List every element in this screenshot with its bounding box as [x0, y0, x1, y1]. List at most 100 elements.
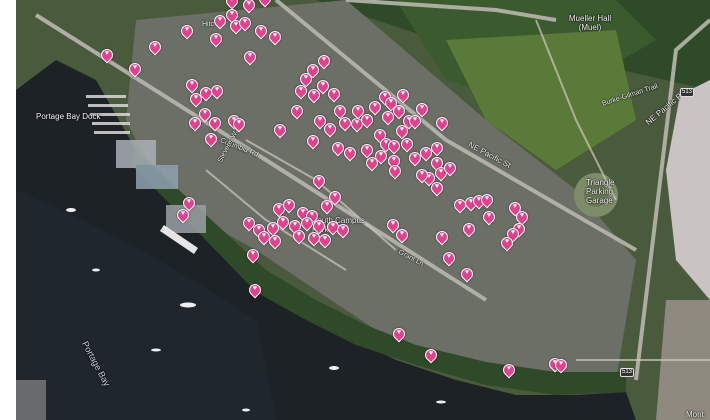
heart-pin-marker[interactable]: [501, 236, 513, 248]
heart-pin-marker[interactable]: [293, 229, 305, 241]
heart-pin-marker[interactable]: [388, 139, 400, 151]
heart-pin-marker[interactable]: [444, 161, 456, 173]
heart-pin-marker[interactable]: [337, 223, 349, 235]
heart-pin-marker[interactable]: [289, 219, 301, 231]
satellite-map[interactable]: Portage Bay Dock Portage Bay NE Pacific …: [16, 0, 710, 420]
heart-pin-marker[interactable]: [361, 143, 373, 155]
heart-pin-marker[interactable]: [226, 8, 238, 20]
heart-pin-marker[interactable]: [247, 248, 259, 260]
heart-pin-marker[interactable]: [431, 156, 443, 168]
heart-pin-marker[interactable]: [420, 146, 432, 158]
heart-pin-marker[interactable]: [183, 196, 195, 208]
heart-pin-marker[interactable]: [328, 87, 340, 99]
heart-pin-marker[interactable]: [226, 0, 238, 6]
heart-pin-marker[interactable]: [366, 156, 378, 168]
heart-pin-marker[interactable]: [283, 198, 295, 210]
heart-pin-marker[interactable]: [189, 116, 201, 128]
heart-pin-marker[interactable]: [436, 230, 448, 242]
heart-pin-marker[interactable]: [295, 84, 307, 96]
heart-pin-marker[interactable]: [267, 221, 279, 233]
heart-pin-marker[interactable]: [344, 146, 356, 158]
heart-pin-marker[interactable]: [334, 104, 346, 116]
heart-pin-marker[interactable]: [313, 174, 325, 186]
heart-pin-marker[interactable]: [314, 114, 326, 126]
heart-pin-marker[interactable]: [258, 230, 270, 242]
heart-pin-marker[interactable]: [200, 86, 212, 98]
heart-pin-marker[interactable]: [431, 181, 443, 193]
heart-pin-marker[interactable]: [431, 141, 443, 153]
heart-pin-marker[interactable]: [249, 283, 261, 295]
heart-pin-marker[interactable]: [369, 100, 381, 112]
heart-pin-marker[interactable]: [396, 124, 408, 136]
heart-pin-marker[interactable]: [375, 149, 387, 161]
heart-pin-marker[interactable]: [409, 114, 421, 126]
label-hitchcock: Hitc: [202, 21, 215, 28]
heart-pin-marker[interactable]: [308, 88, 320, 100]
heart-pin-marker[interactable]: [291, 104, 303, 116]
heart-pin-marker[interactable]: [181, 24, 193, 36]
heart-pin-marker[interactable]: [255, 24, 267, 36]
heart-pin-marker[interactable]: [186, 78, 198, 90]
heart-pin-marker[interactable]: [239, 16, 251, 28]
heart-pin-marker[interactable]: [209, 116, 221, 128]
heart-pin-marker[interactable]: [300, 72, 312, 84]
heart-pin-marker[interactable]: [274, 123, 286, 135]
heart-pin-marker[interactable]: [483, 210, 495, 222]
heart-pin-marker[interactable]: [339, 116, 351, 128]
heart-pin-marker[interactable]: [401, 137, 413, 149]
heart-pin-marker[interactable]: [243, 216, 255, 228]
heart-pin-marker[interactable]: [129, 62, 141, 74]
heart-pin-marker[interactable]: [319, 233, 331, 245]
heart-pin-marker[interactable]: [416, 102, 428, 114]
heart-pin-marker[interactable]: [555, 358, 567, 370]
route-shield-top: 513: [680, 88, 695, 97]
heart-pin-marker[interactable]: [409, 151, 421, 163]
heart-pin-marker[interactable]: [210, 32, 222, 44]
heart-pin-marker[interactable]: [211, 84, 223, 96]
heart-pin-marker[interactable]: [481, 193, 493, 205]
label-triangle-garage: Triangle Parking Garage: [586, 178, 615, 205]
label-montlake: Mont: [686, 410, 704, 419]
heart-pin-marker[interactable]: [244, 50, 256, 62]
heart-pin-marker[interactable]: [301, 216, 313, 228]
heart-pin-marker[interactable]: [436, 116, 448, 128]
heart-pin-marker[interactable]: [425, 348, 437, 360]
heart-pin-marker[interactable]: [277, 215, 289, 227]
heart-pin-marker[interactable]: [389, 164, 401, 176]
heart-pin-marker[interactable]: [307, 134, 319, 146]
heart-pin-marker[interactable]: [388, 154, 400, 166]
heart-pin-marker[interactable]: [269, 30, 281, 42]
heart-pin-marker[interactable]: [308, 231, 320, 243]
heart-pin-marker[interactable]: [177, 208, 189, 220]
heart-pin-marker[interactable]: [393, 327, 405, 339]
heart-pin-marker[interactable]: [259, 0, 271, 4]
heart-pin-marker[interactable]: [199, 107, 211, 119]
heart-pin-marker[interactable]: [461, 267, 473, 279]
heart-pin-marker[interactable]: [190, 92, 202, 104]
heart-pin-marker[interactable]: [149, 40, 161, 52]
heart-pin-marker[interactable]: [382, 110, 394, 122]
heart-pin-marker[interactable]: [416, 168, 428, 180]
heart-pin-marker[interactable]: [321, 199, 333, 211]
heart-pin-marker[interactable]: [233, 117, 245, 129]
heart-pin-marker[interactable]: [269, 234, 281, 246]
heart-pin-marker[interactable]: [243, 0, 255, 10]
heart-pin-marker[interactable]: [393, 104, 405, 116]
heart-pin-marker[interactable]: [463, 222, 475, 234]
heart-pin-marker[interactable]: [396, 228, 408, 240]
heart-pin-marker[interactable]: [443, 251, 455, 263]
heart-pin-marker[interactable]: [324, 122, 336, 134]
heart-pin-marker[interactable]: [387, 218, 399, 230]
heart-pin-marker[interactable]: [516, 210, 528, 222]
heart-pin-marker[interactable]: [361, 113, 373, 125]
heart-pin-marker[interactable]: [205, 132, 217, 144]
heart-pin-marker[interactable]: [101, 48, 113, 60]
heart-pin-marker[interactable]: [317, 79, 329, 91]
heart-pin-marker[interactable]: [503, 363, 515, 375]
heart-pin-marker[interactable]: [313, 219, 325, 231]
heart-pin-marker[interactable]: [214, 14, 226, 26]
heart-pin-marker[interactable]: [397, 88, 409, 100]
heart-pin-marker[interactable]: [332, 141, 344, 153]
heart-pin-marker[interactable]: [454, 198, 466, 210]
heart-pin-marker[interactable]: [318, 54, 330, 66]
